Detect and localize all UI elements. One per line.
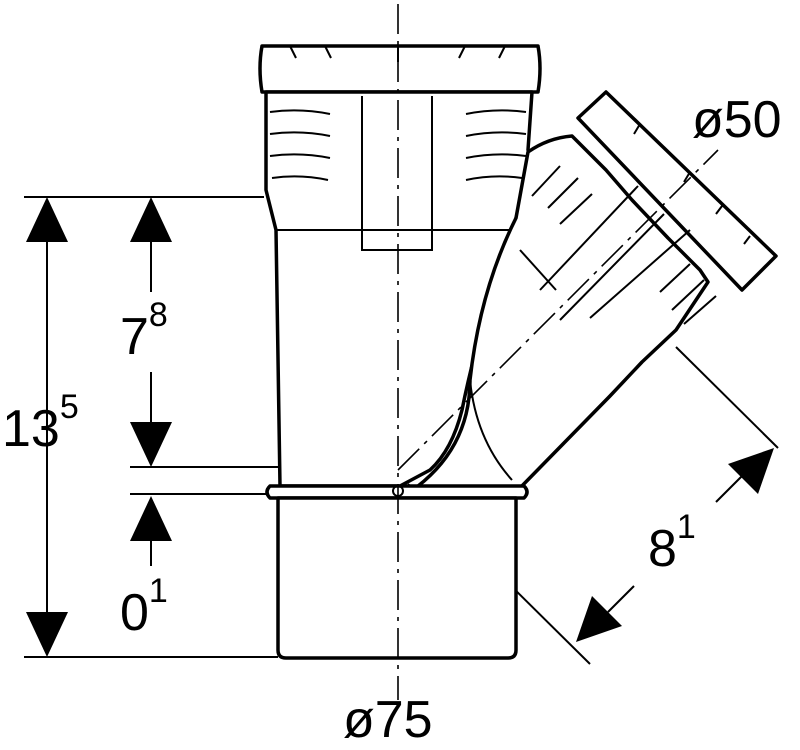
branch-height-label: 78	[120, 296, 168, 366]
branch-diameter-label: ø50	[692, 91, 782, 149]
socket-offset-label: 01	[120, 572, 168, 642]
branch-length-base: 8	[648, 520, 677, 578]
total-height-base: 13	[2, 400, 60, 458]
spigot-body	[276, 496, 518, 660]
branch-body	[408, 134, 710, 494]
right-ribs	[465, 109, 527, 181]
inner-stop	[361, 96, 433, 251]
center-lines	[397, 4, 719, 700]
main-diameter-label: ø75	[343, 691, 433, 749]
dimension-8-1	[576, 448, 774, 642]
dimension-7-8	[130, 197, 172, 467]
spigot-bead	[265, 484, 529, 500]
top-socket-rim	[258, 44, 542, 94]
branch-rim-notches	[633, 123, 751, 245]
total-height-sup: 5	[60, 388, 79, 426]
main-pipe	[258, 44, 542, 488]
socket-offset-base: 0	[120, 584, 149, 642]
dimension-0-1	[130, 496, 172, 566]
dimension-13-5	[26, 197, 68, 657]
spigot	[265, 484, 529, 660]
branch-length-label: 81	[648, 508, 696, 578]
branch-height-base: 7	[120, 308, 149, 366]
branch-length-sup: 1	[677, 508, 696, 546]
branch-ribs	[531, 165, 717, 325]
left-ribs	[269, 109, 331, 181]
branch-height-sup: 8	[149, 296, 168, 334]
total-height-label: 135	[2, 388, 79, 458]
socket-offset-sup: 1	[149, 572, 168, 610]
